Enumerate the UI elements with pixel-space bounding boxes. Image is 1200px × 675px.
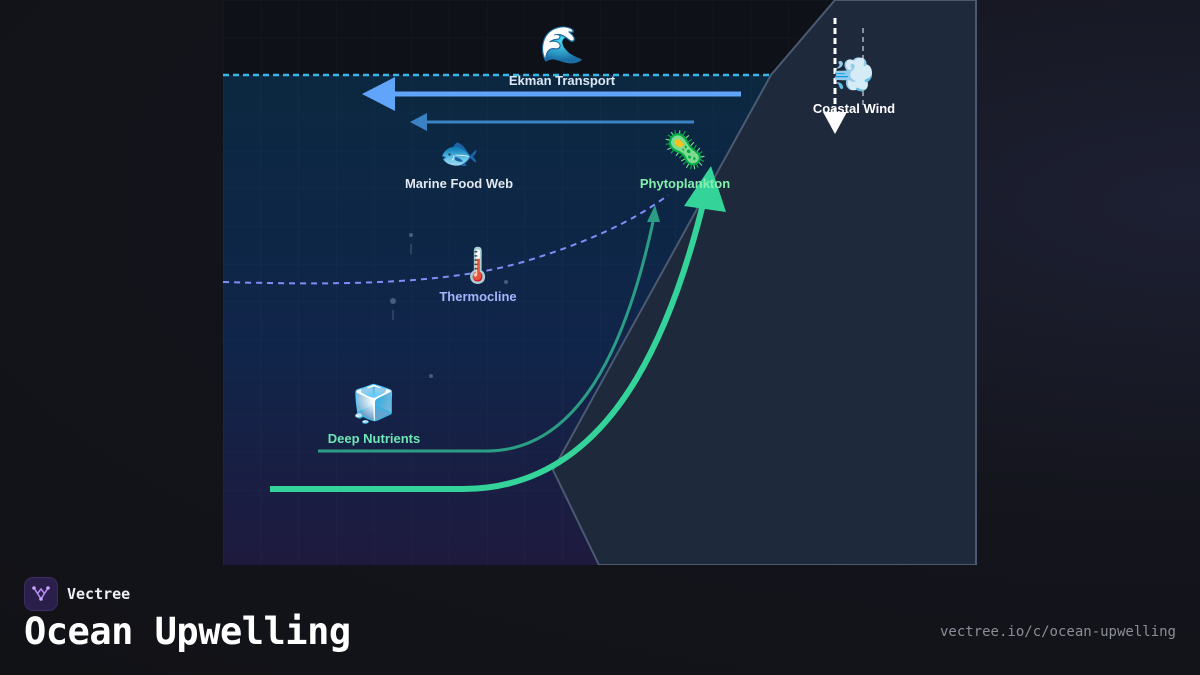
label-phytoplankton: Phytoplankton	[640, 176, 730, 191]
brand-name: Vectree	[67, 585, 131, 603]
label-marine-food-web: Marine Food Web	[405, 176, 513, 191]
particles	[390, 233, 508, 378]
microbe-icon: 🦠	[663, 129, 708, 171]
ekman-arrowhead	[362, 77, 395, 111]
upwelling-arrowhead-secondary	[647, 205, 660, 222]
vectree-logo-icon	[24, 577, 58, 611]
wind-icon: 💨	[833, 55, 875, 95]
coastal-landmass	[551, 0, 977, 565]
page-url[interactable]: vectree.io/c/ocean-upwelling	[939, 624, 1176, 640]
label-coastal-wind: Coastal Wind	[813, 101, 895, 116]
thermometer-icon: 🌡️	[457, 246, 499, 286]
upwelling-arrowhead-main	[684, 166, 726, 212]
label-thermocline: Thermocline	[439, 289, 516, 304]
wind-arrowhead	[823, 112, 847, 134]
page-title: Ocean Upwelling	[24, 610, 351, 653]
brand: Vectree	[24, 577, 130, 611]
ekman-arrowhead-secondary	[410, 113, 427, 131]
thermocline-line	[223, 194, 669, 285]
label-deep-nutrients: Deep Nutrients	[328, 431, 420, 446]
label-ekman-transport: Ekman Transport	[509, 73, 616, 88]
wave-icon: 🌊	[540, 24, 585, 66]
upwelling-path-secondary	[318, 221, 655, 453]
fish-icon: 🐟	[439, 134, 479, 172]
upwelling-diagram: 🌊 💨 🐟 🦠 🌡️ 🧊 Ekman Transport Coastal Win…	[223, 0, 977, 565]
upwelling-path-main	[270, 195, 708, 492]
ice-cube-icon: 🧊	[352, 383, 397, 425]
